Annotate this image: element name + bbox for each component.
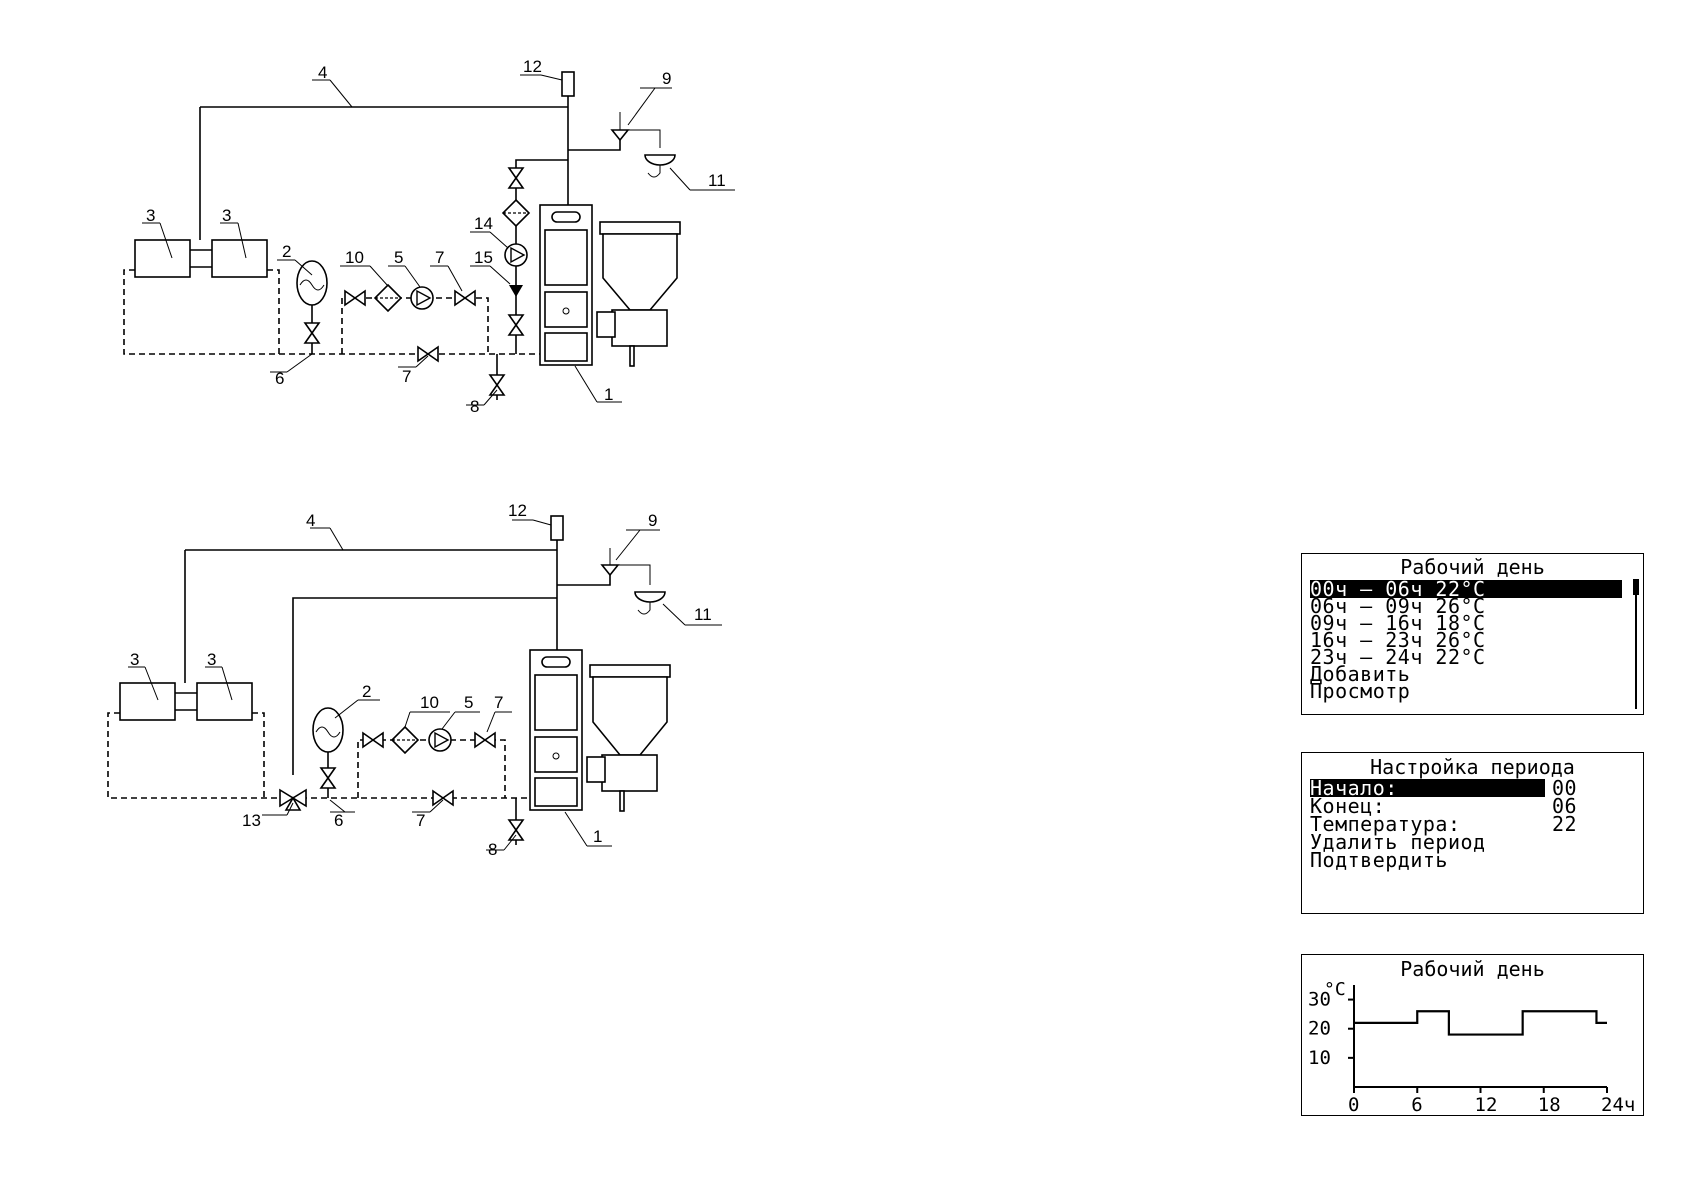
x-tick-label: 0 — [1348, 1094, 1359, 1115]
period-field-label[interactable]: Подтвердить — [1310, 848, 1448, 872]
scrollbar-thumb[interactable] — [1633, 579, 1639, 595]
schedule-row[interactable]: 06ч – 09ч 26°C — [1310, 594, 1486, 618]
air-vent-b — [550, 515, 564, 541]
svg-text:1: 1 — [593, 827, 602, 846]
diagram-1-callouts: 3 3 4 2 10 5 7 7 6 8 12 9 11 14 15 1 — [146, 57, 726, 416]
svg-text:3: 3 — [146, 206, 155, 225]
svg-text:4: 4 — [306, 511, 315, 530]
radiator-1 — [134, 239, 191, 278]
svg-text:4: 4 — [318, 63, 327, 82]
svg-text:9: 9 — [648, 511, 657, 530]
temperature-chart: °C 10 20 30 0 6 12 18 24ч — [1308, 979, 1635, 1115]
air-vent — [561, 71, 575, 97]
svg-text:13: 13 — [242, 811, 261, 830]
diagram-2: 3 3 4 2 10 5 7 7 6 13 8 12 9 11 1 — [107, 501, 722, 859]
x-tick-label: 12 — [1475, 1094, 1498, 1115]
svg-text:6: 6 — [275, 369, 284, 388]
svg-text:15: 15 — [474, 248, 493, 267]
schedule-row[interactable]: 16ч – 23ч 26°C — [1310, 628, 1486, 652]
schedule-row[interactable]: Просмотр — [1310, 679, 1411, 703]
temperature-series-line — [1354, 1010, 1607, 1036]
svg-text:10: 10 — [345, 248, 364, 267]
screen-title: Рабочий день — [1400, 555, 1545, 579]
svg-text:9: 9 — [662, 69, 671, 88]
svg-text:6: 6 — [334, 811, 343, 830]
y-tick-label: 10 — [1308, 1047, 1331, 1069]
svg-text:5: 5 — [394, 248, 403, 267]
boiler-b — [529, 649, 671, 812]
schedule-row[interactable]: 00ч – 06ч 22°C — [1310, 579, 1622, 599]
period-field-label[interactable]: Конец: — [1310, 794, 1386, 818]
svg-text:11: 11 — [708, 171, 726, 190]
y-tick-label: 30 — [1308, 989, 1331, 1011]
radiator-2b — [196, 682, 253, 721]
svg-text:11: 11 — [694, 605, 712, 624]
chart-title: Рабочий день — [1400, 957, 1545, 981]
svg-text:1: 1 — [604, 385, 613, 404]
scrollbar[interactable] — [1635, 579, 1637, 709]
schedule-row[interactable]: 09ч – 16ч 18°C — [1310, 611, 1486, 635]
schedule-row[interactable]: Добавить — [1310, 662, 1411, 686]
svg-text:7: 7 — [494, 693, 503, 712]
svg-text:2: 2 — [362, 682, 371, 701]
svg-text:8: 8 — [470, 397, 479, 416]
svg-text:14: 14 — [474, 214, 493, 233]
x-tick-label: 6 — [1411, 1094, 1422, 1115]
svg-text:7: 7 — [402, 367, 411, 386]
svg-text:12: 12 — [523, 57, 542, 76]
svg-text:3: 3 — [207, 650, 216, 669]
y-tick-label: 20 — [1308, 1018, 1331, 1040]
period-field-value[interactable]: 22 — [1552, 812, 1578, 836]
svg-text:3: 3 — [222, 206, 231, 225]
period-field-label[interactable]: Температура: — [1310, 812, 1461, 836]
radiator-1b — [119, 682, 176, 721]
schedule-row[interactable]: 23ч – 24ч 22°C — [1310, 645, 1486, 669]
svg-text:5: 5 — [464, 693, 473, 712]
y-axis-unit: °C — [1324, 979, 1346, 1000]
svg-text:3: 3 — [130, 650, 139, 669]
radiator-2 — [211, 239, 268, 278]
diagram-2-callouts: 3 3 4 2 10 5 7 7 6 13 8 12 9 11 1 — [130, 501, 712, 859]
svg-text:12: 12 — [508, 501, 527, 520]
svg-text:2: 2 — [282, 242, 291, 261]
period-field-value[interactable]: 06 — [1552, 794, 1578, 818]
screen-title: Настройка периода — [1370, 755, 1575, 779]
boiler — [539, 204, 681, 367]
period-field-value[interactable]: 00 — [1552, 776, 1578, 800]
svg-text:7: 7 — [416, 811, 425, 830]
period-field-label[interactable]: Начало: — [1310, 778, 1545, 798]
svg-text:10: 10 — [420, 693, 439, 712]
x-tick-label: 24ч — [1601, 1094, 1635, 1115]
x-tick-label: 18 — [1538, 1094, 1561, 1115]
diagram-1: 3 3 4 2 10 5 7 7 6 8 12 9 11 14 15 1 — [123, 57, 735, 416]
svg-text:8: 8 — [488, 840, 497, 859]
svg-text:7: 7 — [435, 248, 444, 267]
workday-chart-screen: Рабочий день °C 10 20 30 0 6 12 18 24ч — [1301, 954, 1644, 1116]
period-field-label[interactable]: Удалить период — [1310, 830, 1486, 854]
